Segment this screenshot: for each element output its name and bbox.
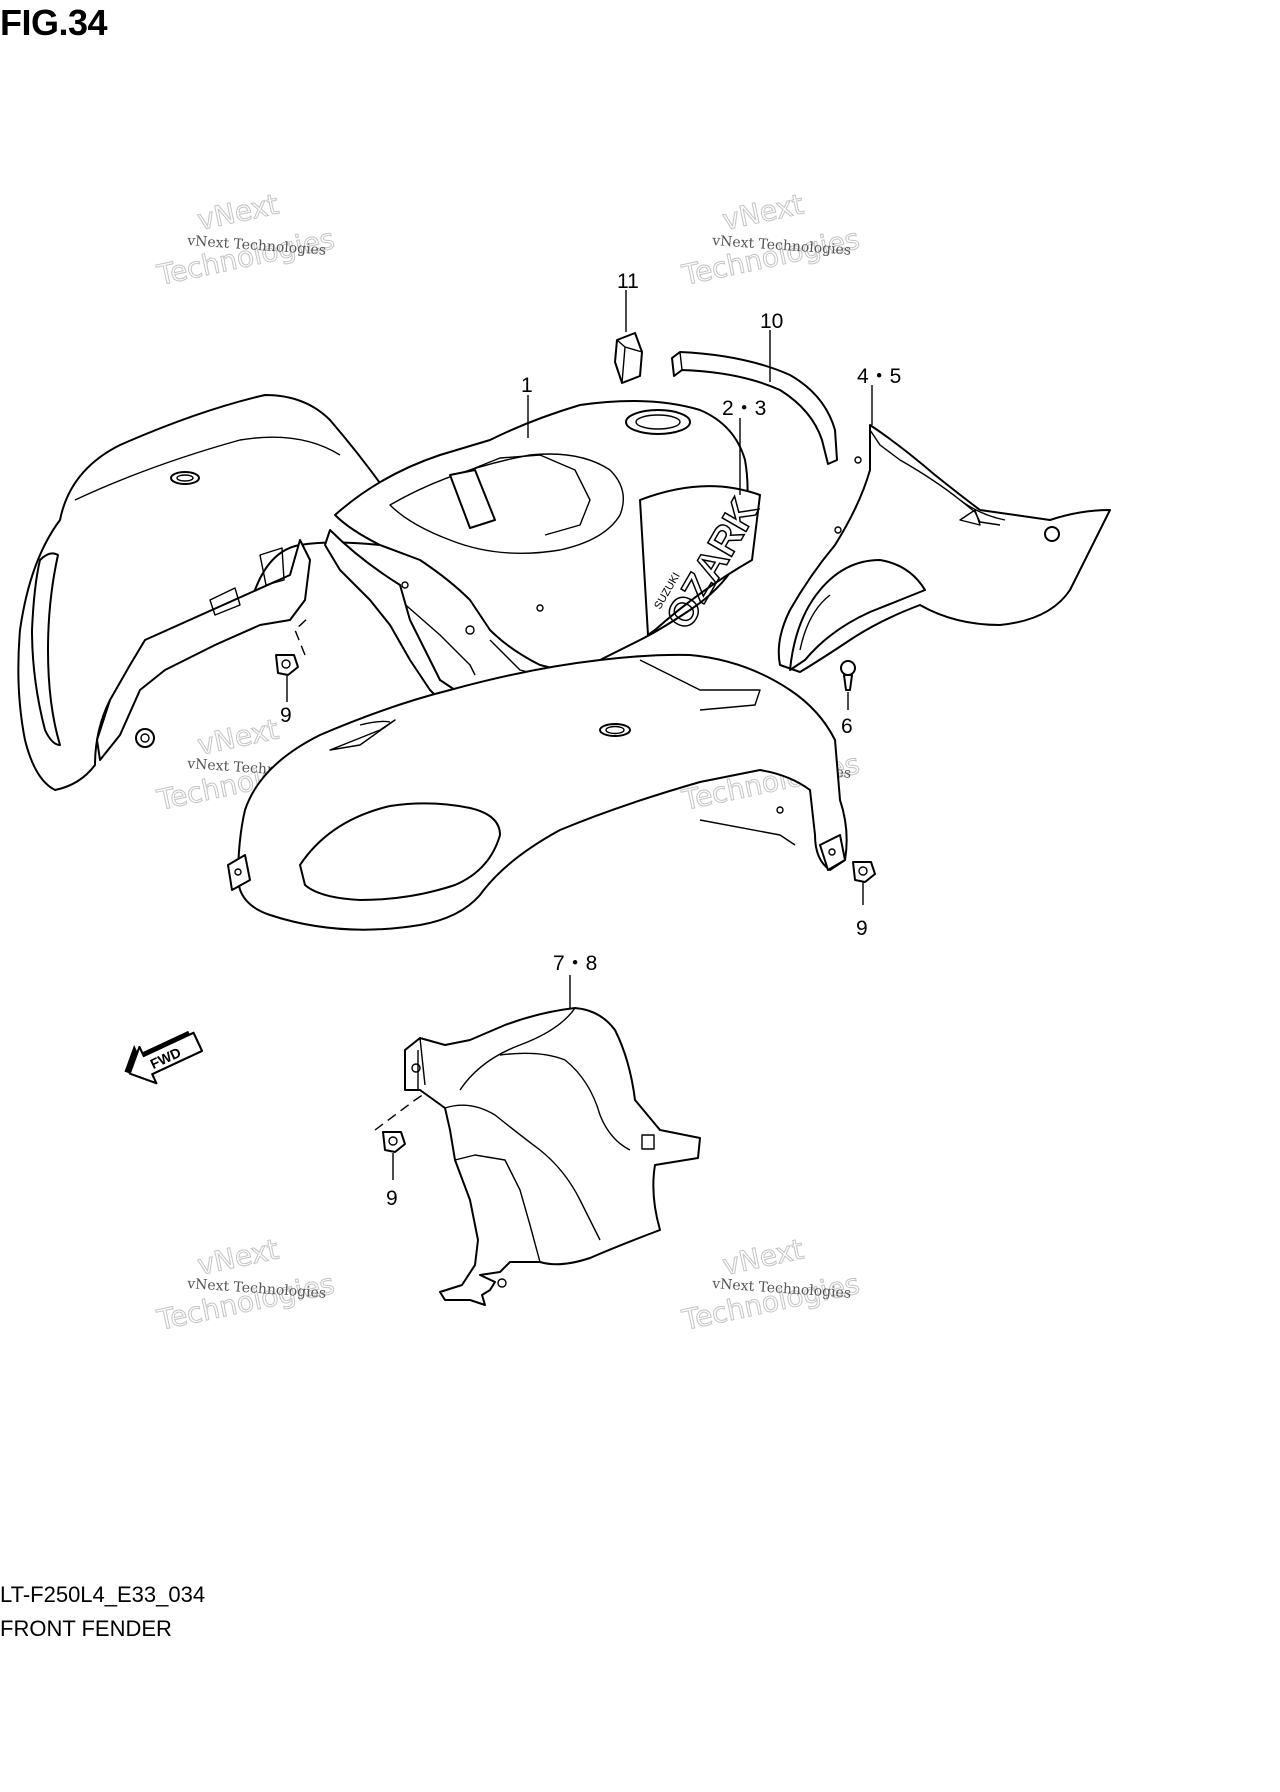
- figure-title: FIG.34: [0, 2, 108, 43]
- watermark-top-right: vNext Technologies vNext Technologies: [678, 187, 863, 292]
- callout-6: 6: [841, 715, 853, 738]
- svg-text:vNext: vNext: [195, 713, 282, 762]
- part-1-front-fender: SUZUKI OZARK: [17, 394, 848, 931]
- svg-text:vNext: vNext: [195, 1233, 282, 1282]
- svg-text:Technologies: Technologies: [679, 1267, 863, 1337]
- callout-9-left: 9: [280, 704, 292, 727]
- part-11-clip: [614, 290, 643, 384]
- svg-text:Technologies: Technologies: [154, 1267, 338, 1337]
- svg-text:vNext: vNext: [720, 188, 807, 237]
- part-9-bolt-lower: [374, 1089, 431, 1180]
- fwd-arrow: FWD: [124, 1030, 203, 1085]
- callout-4-5: 4・5: [857, 365, 901, 388]
- part-6-clip: [840, 660, 856, 710]
- part-9-bolt-right: [852, 861, 876, 905]
- callout-9-right: 9: [856, 917, 868, 940]
- watermark-bottom-right: vNext Technologies vNext Technologies: [678, 1232, 863, 1337]
- callout-11: 11: [617, 270, 639, 293]
- part-4-5-side-panel: [777, 385, 1111, 673]
- callout-1: 1: [521, 374, 533, 397]
- watermark-top-left: vNext Technologies vNext Technologies: [153, 187, 338, 292]
- model-code: LT-F250L4_E33_034: [0, 1582, 206, 1607]
- watermark-bottom-left: vNext Technologies vNext Technologies: [153, 1232, 338, 1337]
- svg-text:vNext: vNext: [195, 188, 282, 237]
- svg-text:vNext: vNext: [720, 1233, 807, 1282]
- section-name: FRONT FENDER: [0, 1616, 172, 1641]
- callout-10: 10: [760, 310, 783, 333]
- callout-9-lower: 9: [386, 1187, 398, 1210]
- part-7-8-mud-guard: [404, 975, 701, 1306]
- part-9-bolt-left: [275, 617, 309, 702]
- callout-7-8: 7・8: [553, 952, 597, 975]
- callout-2-3: 2・3: [722, 397, 766, 420]
- part-10-trim-strip: [671, 330, 838, 465]
